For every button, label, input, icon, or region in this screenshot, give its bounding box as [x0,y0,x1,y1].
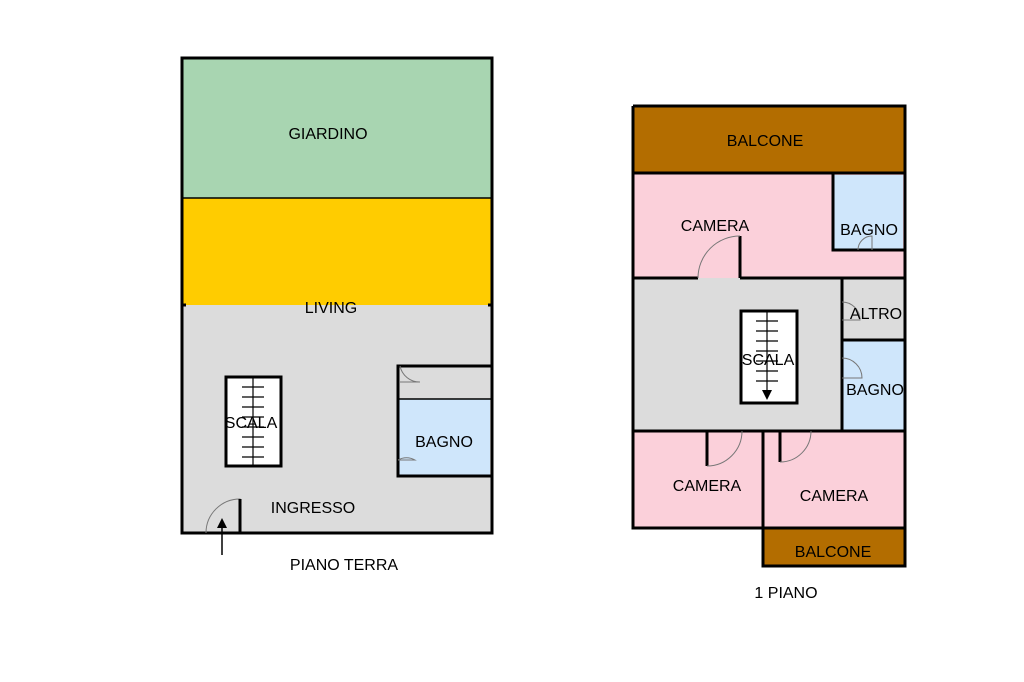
bathroom-mid-area [842,340,905,431]
bathroom-ground-wall [396,364,492,478]
bathroom-top-door-swing [857,235,873,251]
label-bathroom-top: BAGNO [840,222,898,239]
bedroom-br-door-swing [779,430,812,463]
label-stairs-first: SCALA [742,352,795,369]
caption-first-floor: 1 PIANO [754,585,817,602]
label-garden: GIARDINO [288,126,367,143]
label-other: ALTRO [850,306,902,323]
garden-area [182,58,492,198]
living-area [182,198,492,305]
bathroom-ground-door-swing-2 [397,457,417,461]
first-floor-plan: BALCONE CAMERA BAGNO ALTRO SCALA BAGNO C… [631,104,907,602]
stairs-first-treads [756,311,778,392]
label-bedroom-bottom-left: CAMERA [673,478,742,495]
other-door-swing [841,301,861,321]
stairs-first [739,309,799,405]
label-living: LIVING [305,300,357,317]
ground-floor-plan: GIARDINO LIVING SCALA BAGNO INGRESSO PIA… [180,56,494,574]
label-bathroom-ground: BAGNO [415,434,473,451]
label-bedroom-top: CAMERA [681,218,750,235]
bedroom-bottom-left-area [633,431,763,528]
bathroom-ground-door-swing [399,365,421,383]
stairs-ground-treads [242,377,264,466]
bathroom-ground [398,399,490,476]
other-room-area [842,278,905,340]
bathroom-mid-door-swing [841,357,863,379]
label-bathroom-mid: BAGNO [846,382,904,399]
label-bedroom-bottom-right: CAMERA [800,488,869,505]
label-balcony-bottom: BALCONE [795,544,871,561]
bedroom-bottom-right-area [763,431,905,528]
label-balcony-top: BALCONE [727,133,803,150]
label-entrance: INGRESSO [271,500,355,517]
first-floor-outer-wall [631,104,907,568]
bathroom-top-area [834,175,903,250]
ground-floor-outer-wall [180,56,494,535]
balcony-bottom-area [763,528,905,566]
stairs-down-arrow-icon [762,390,772,400]
bathroom-top-wall [831,173,905,252]
label-stairs-ground: SCALA [225,415,278,432]
bedroom-top-door-swing [697,235,741,279]
entrance-door-swing [205,498,241,534]
circulation-area-first [633,278,842,431]
bedroom-bl-door-swing [706,430,743,467]
caption-ground-floor: PIANO TERRA [290,557,399,574]
entrance-arrow-icon [217,518,227,528]
balcony-top-area [633,106,905,173]
